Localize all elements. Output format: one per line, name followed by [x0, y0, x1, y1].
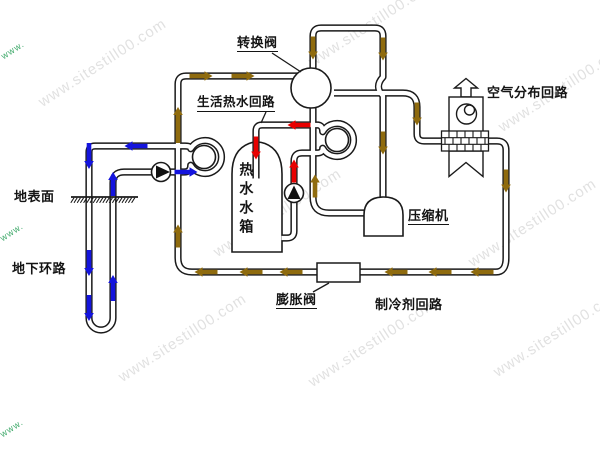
flow-arrows: [84, 36, 511, 321]
flow-arrow: [239, 267, 263, 277]
valve-top-loop-pipe: [309, 24, 387, 197]
pump-right-triangle-icon: [156, 165, 170, 179]
flow-arrow: [470, 267, 494, 277]
flow-arrow: [173, 107, 183, 143]
leader-lines: [260, 52, 330, 293]
flow-arrow: [84, 250, 94, 276]
air-handler-unit: [440, 77, 490, 178]
air-loop-label: 空气分布回路: [487, 85, 569, 100]
dhw-label-leader: [260, 111, 267, 124]
air-outlet-arrow-icon: [452, 77, 480, 98]
reversing-valve-symbol: [290, 67, 332, 109]
dhw-pump: [283, 182, 305, 204]
flow-arrow: [231, 71, 255, 81]
ground-coil-symbol: [191, 144, 217, 170]
flow-arrow: [428, 267, 452, 277]
expansion-valve-symbol: [316, 262, 361, 283]
air-duct-banner: [448, 150, 484, 178]
flow-arrow: [84, 295, 94, 321]
flow-arrow: [189, 71, 213, 81]
flow-arrow: [108, 275, 118, 301]
air-coil-brick-lines: [441, 131, 489, 151]
flow-arrow: [174, 167, 198, 177]
refrigerant-loop-label: 制冷剂回路: [375, 297, 443, 312]
flow-arrow: [310, 174, 320, 198]
compressor-label: 压缩机: [408, 208, 449, 226]
flow-arrow: [279, 267, 303, 277]
reversing-valve-label: 转换阀: [237, 35, 278, 53]
dhw-loop-label: 生活热水回路: [197, 95, 276, 112]
ground-surface-line: [70, 196, 138, 204]
flow-arrow: [251, 136, 261, 160]
flow-arrow: [378, 37, 388, 61]
flow-arrow: [173, 224, 183, 248]
flow-arrow: [378, 131, 388, 155]
flow-arrow: [124, 141, 148, 151]
pipes-core: [89, 28, 506, 330]
expansion-valve-label: 膨胀阀: [276, 292, 317, 310]
source-pump: [150, 161, 172, 183]
flow-arrow: [289, 159, 299, 183]
flow-arrow: [84, 143, 94, 169]
fan-hub-icon: [463, 104, 476, 116]
flow-arrow: [412, 102, 422, 126]
dhw-coil-symbol: [324, 127, 350, 153]
tank-label: 热水水箱: [238, 162, 255, 238]
fan-icon: [455, 103, 478, 125]
pump-up-triangle-icon: [287, 185, 301, 199]
underground-loop-label: 地下环路: [12, 261, 67, 276]
flow-arrow: [108, 172, 118, 196]
reversing-valve-leader: [271, 52, 302, 73]
expansion-valve-leader: [312, 282, 330, 293]
flow-arrow: [194, 267, 218, 277]
compressor-symbol: [363, 196, 404, 237]
flow-arrow: [501, 169, 511, 193]
ground-surface-label: 地表面: [14, 189, 55, 204]
fan-housing: [448, 96, 484, 134]
flow-arrow: [308, 36, 318, 60]
flow-arrow: [287, 120, 311, 130]
flow-arrow: [384, 267, 408, 277]
